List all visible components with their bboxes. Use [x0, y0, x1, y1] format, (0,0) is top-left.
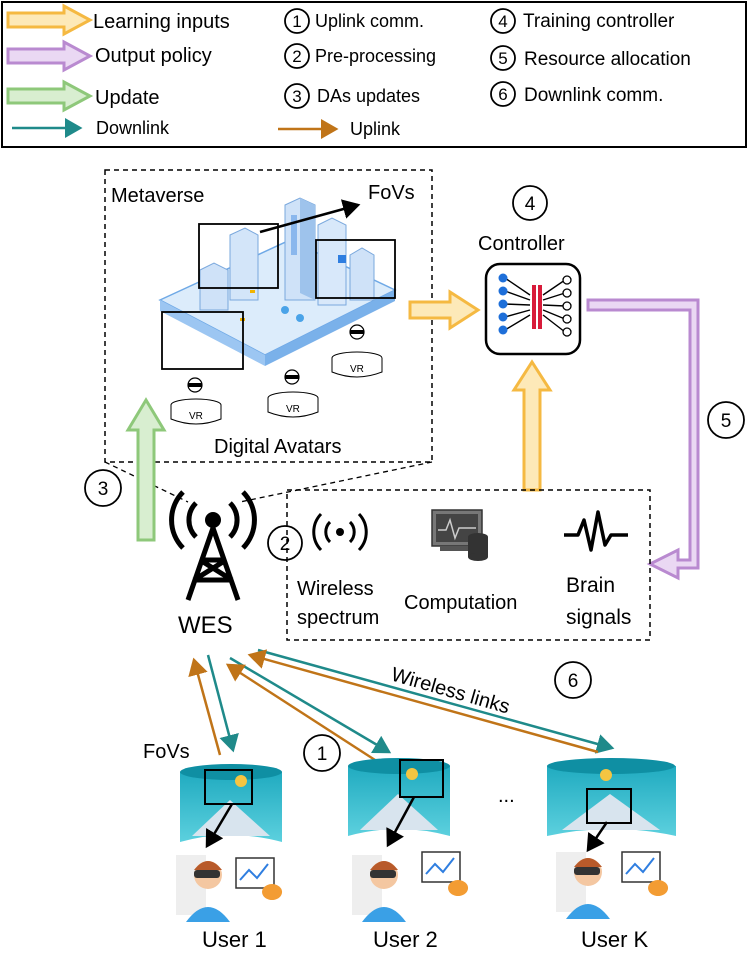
legend-step-6: 6 Downlink comm.: [490, 81, 663, 107]
step-5-badge: 5: [721, 411, 732, 432]
svg-text:6: 6: [498, 85, 507, 104]
metaverse-fov-box: [161, 311, 244, 370]
fov-arrow: [259, 199, 361, 234]
metaverse-fov-box: [198, 223, 279, 289]
user-1-avatar: [176, 855, 283, 922]
output-policy-arrow-icon: [6, 39, 94, 73]
svg-text:1: 1: [292, 12, 301, 31]
svg-text:4: 4: [498, 12, 507, 31]
legend-step-4: 4 Training controller: [490, 8, 675, 34]
brain-signals-label-2: signals: [566, 606, 631, 629]
legend-downlink: Downlink: [96, 118, 170, 138]
metaverse-title: Metaverse: [111, 185, 204, 207]
user-k-panorama: [547, 758, 676, 853]
legend-step-2: 2 Pre-processing: [284, 43, 436, 69]
wireless-spectrum-label-2: spectrum: [297, 607, 379, 629]
user-1-label: User 1: [202, 927, 267, 952]
svg-text:2: 2: [292, 47, 301, 66]
update-arrow-icon: [6, 79, 94, 113]
digital-avatars-label: Digital Avatars: [214, 436, 341, 458]
users-fovs-label: FoVs: [143, 741, 190, 763]
legend-step-1: 1 Uplink comm.: [284, 8, 424, 34]
user-2-label: User 2: [373, 927, 438, 952]
legend-uplink: Uplink: [350, 119, 401, 139]
metaverse-fov-box: [315, 239, 396, 299]
svg-text:Resource allocation: Resource allocation: [524, 49, 691, 70]
svg-text:3: 3: [292, 87, 301, 106]
svg-text:5: 5: [498, 49, 507, 68]
vr-avatar-icon: VR: [331, 324, 383, 378]
computation-label: Computation: [404, 592, 517, 614]
svg-text:DAs updates: DAs updates: [317, 86, 420, 106]
step-6-badge: 6: [568, 671, 579, 692]
legend-step-3: 3 DAs updates: [284, 83, 420, 109]
svg-text:VR: VR: [350, 364, 364, 375]
controller-label: Controller: [478, 233, 565, 255]
update-arrow: [125, 397, 167, 542]
svg-text:Uplink comm.: Uplink comm.: [315, 11, 424, 31]
resource-to-controller-arrow: [511, 359, 553, 492]
step-2-badge: 2: [280, 534, 291, 555]
output-policy-arrow: [586, 298, 700, 581]
legend-box: Learning inputs Output policy Update Dow…: [1, 1, 747, 148]
legend-step-5: 5 Resource allocation: [490, 45, 691, 71]
users-ellipsis: ...: [498, 785, 515, 807]
user-1-panorama: [180, 764, 282, 849]
svg-text:Downlink comm.: Downlink comm.: [524, 85, 663, 106]
legend-output-policy: Output policy: [95, 45, 212, 67]
controller-node: 4 Controller: [478, 185, 582, 356]
learning-inputs-arrow-icon: [6, 3, 94, 37]
brain-signals-label-1: Brain: [566, 574, 615, 597]
step-1-badge: 1: [317, 744, 328, 765]
wireless-links: [188, 648, 615, 762]
computation-icon: [431, 509, 488, 561]
svg-text:VR: VR: [286, 404, 300, 415]
wireless-signal-icon: [312, 512, 368, 552]
svg-text:VR: VR: [189, 411, 203, 422]
legend-update: Update: [95, 87, 160, 109]
resources-panel: Wireless spectrum Computation Brain sign…: [286, 489, 651, 641]
brain-signal-icon: [564, 510, 628, 552]
svg-text:Pre-processing: Pre-processing: [315, 46, 436, 66]
wireless-spectrum-label-1: Wireless: [297, 578, 374, 600]
svg-text:Training controller: Training controller: [523, 11, 675, 32]
metaverse-city-illustration: [158, 197, 397, 366]
vr-avatar-icon: VR: [170, 377, 222, 425]
wes-tower-icon: [169, 490, 257, 601]
vr-avatar-icon: VR: [267, 369, 319, 418]
learning-input-arrow: [408, 289, 481, 331]
user-2-panorama: [348, 758, 450, 848]
user-k-avatar: [556, 851, 669, 919]
user-2-avatar: [352, 851, 469, 922]
metaverse-fovs-label: FoVs: [368, 182, 415, 204]
legend-learning-inputs: Learning inputs: [93, 11, 230, 33]
svg-text:4: 4: [525, 194, 536, 215]
step-3-badge: 3: [98, 479, 109, 500]
user-k-label: User K: [581, 927, 649, 952]
wes-label: WES: [178, 612, 233, 639]
